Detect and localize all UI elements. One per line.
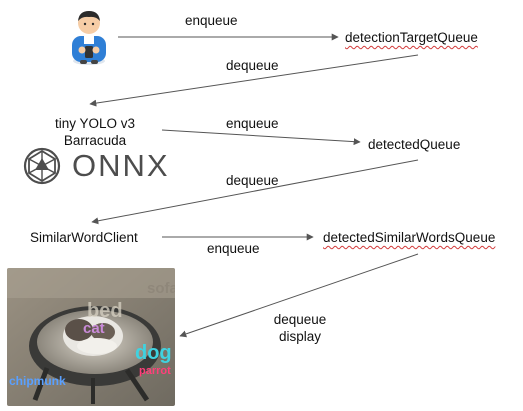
node-detected-queue: detectedQueue	[368, 137, 461, 152]
photo-tag-dog: dog	[135, 342, 172, 364]
user-smartphone-icon	[72, 11, 106, 65]
edge-label-dequeue-3: dequeue	[273, 312, 327, 327]
photo-tag-sofa: sofa	[147, 280, 175, 297]
arrow-detection-target-to-yolo	[89, 54, 419, 107]
edge-label-enqueue-3: enqueue	[207, 241, 260, 256]
cat-photo: sofa bed cat dog parrot chipmunk	[7, 268, 175, 406]
node-tiny-yolo-line1: tiny YOLO v3	[54, 116, 136, 131]
onnx-logo: ONNX	[22, 145, 170, 187]
node-detection-target-queue: detectionTargetQueue	[345, 30, 478, 45]
arrow-detected-to-similar-client	[91, 159, 419, 225]
node-tiny-yolo-line2: Barracuda	[63, 133, 127, 148]
photo-tag-bed: bed	[87, 300, 123, 322]
cat-photo-image	[7, 268, 175, 406]
edge-label-display: display	[278, 329, 322, 344]
photo-tag-parrot: parrot	[139, 365, 171, 377]
onnx-wordmark: ONNX	[72, 148, 170, 183]
photo-tag-cat: cat	[83, 320, 105, 337]
edge-label-dequeue-1: dequeue	[226, 58, 279, 73]
arrow-yolo-to-detected	[161, 129, 361, 146]
node-similar-word-client: SimilarWordClient	[30, 230, 138, 245]
node-tiny-yolo: tiny YOLO v3 Barracuda	[40, 115, 150, 149]
edge-label-enqueue-1: enqueue	[185, 13, 238, 28]
edge-label-enqueue-2: enqueue	[226, 116, 279, 131]
node-detected-similar-words-queue: detectedSimilarWordsQueue	[323, 230, 496, 245]
onnx-icon	[23, 147, 61, 185]
arrow-similar-words-to-display	[179, 253, 419, 338]
edge-label-dequeue-display: dequeue display	[270, 311, 330, 345]
photo-tag-chipmunk: chipmunk	[9, 374, 66, 388]
edge-label-dequeue-2: dequeue	[226, 173, 279, 188]
